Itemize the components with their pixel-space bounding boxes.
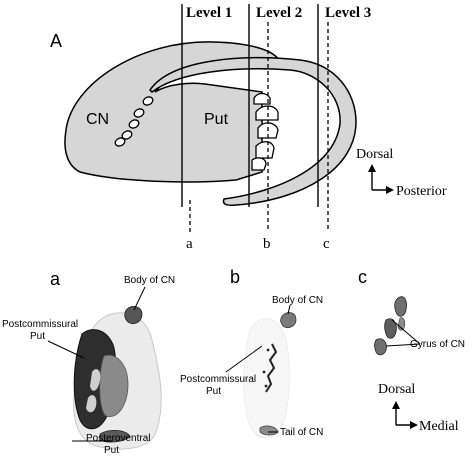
postcommissural-leader-a xyxy=(47,340,85,359)
postcommissural-label-b-2: Put xyxy=(206,386,221,397)
gyrus-leader-1 xyxy=(391,319,421,345)
orientation-compass-A: Dorsal Posterior xyxy=(356,147,447,199)
medial-label-c: Medial xyxy=(419,419,459,434)
panel-c: c Gyrus of CN Dorsal Medial xyxy=(358,267,465,434)
section-b-label: b xyxy=(263,236,271,252)
level-1-label: Level 1 xyxy=(186,5,232,21)
gyrus-leader-2 xyxy=(385,343,421,347)
section-c-label: c xyxy=(323,236,330,252)
posteroventral-label-a-2: Put xyxy=(104,445,119,456)
putamen-fingers xyxy=(251,92,279,171)
postcommissural-label-a-1: Postcommissural xyxy=(2,319,78,330)
cell-bridges xyxy=(114,96,154,147)
panel-a-label: a xyxy=(50,269,61,289)
gyrus-of-cn-label: Gyrus of CN xyxy=(410,339,465,350)
posterior-label: Posterior xyxy=(396,184,447,199)
tissue-section-a xyxy=(73,306,162,450)
section-a-label: a xyxy=(186,236,193,252)
body-of-cn-leader-a xyxy=(133,286,146,311)
tissue-section-b xyxy=(243,312,297,439)
postcommissural-label-a-2: Put xyxy=(30,331,45,342)
body-of-cn-label-a: Body of CN xyxy=(124,275,175,286)
panel-A-label: A xyxy=(50,31,62,51)
body-of-cn-leader-b xyxy=(287,304,291,315)
tissue-section-c xyxy=(374,296,407,356)
cn-label: CN xyxy=(86,111,109,128)
panel-c-label: c xyxy=(358,267,367,287)
dorsal-label: Dorsal xyxy=(356,147,393,162)
caudate-tail-shape xyxy=(149,56,357,206)
tail-of-cn-label-b: Tail of CN xyxy=(280,427,323,438)
postcommissural-label-b-1: Postcommissural xyxy=(180,374,256,385)
dorsal-label-c: Dorsal xyxy=(378,382,415,397)
posteroventral-label-a-1: Posteroventral xyxy=(86,433,150,444)
level-2-label: Level 2 xyxy=(256,5,302,21)
orientation-compass-c: Dorsal Medial xyxy=(378,382,459,434)
level-3-label: Level 3 xyxy=(325,5,371,21)
panel-A: A CN Put Level 1 Level 2 Level 3 xyxy=(50,4,447,252)
panel-b-label: b xyxy=(230,267,240,287)
postcommissural-leader-b xyxy=(225,345,263,373)
put-label: Put xyxy=(204,111,229,128)
panel-a: a Body of CN Postcommissural Put Postero… xyxy=(2,269,175,456)
body-of-cn-label-b: Body of CN xyxy=(272,295,323,306)
panel-b: b Body of CN Postcommissural Put Tail of… xyxy=(180,267,323,439)
